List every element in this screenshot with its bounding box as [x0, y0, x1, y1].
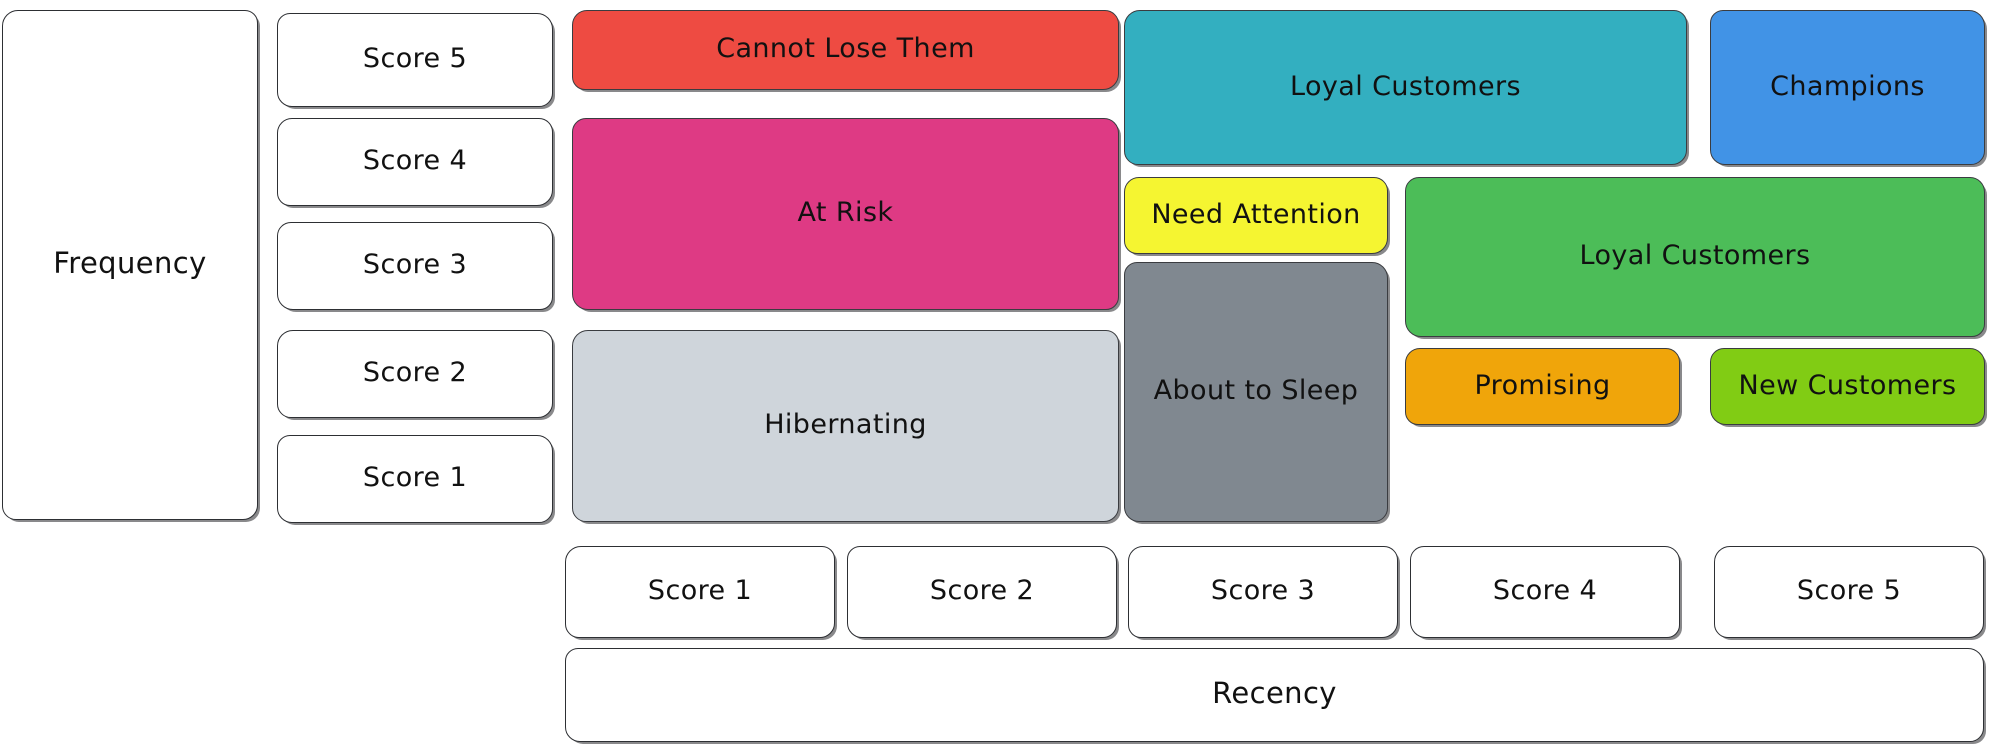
segment-hibernating[interactable]: Hibernating [572, 330, 1119, 522]
segment-cannot-lose-them[interactable]: Cannot Lose Them [572, 10, 1119, 90]
axis-label-recency-text: Recency [1212, 676, 1337, 711]
frequency-score-1-label: Score 1 [362, 462, 468, 494]
frequency-score-2-label: Score 2 [362, 357, 468, 389]
segment-loyal-customers-green[interactable]: Loyal Customers [1405, 177, 1985, 337]
frequency-score-3-label: Score 3 [362, 249, 468, 281]
recency-score-4-label: Score 4 [1492, 575, 1598, 607]
recency-score-3-label: Score 3 [1210, 575, 1316, 607]
segment-hibernating-label: Hibernating [764, 409, 927, 441]
frequency-score-4-label: Score 4 [362, 145, 468, 177]
recency-score-5[interactable]: Score 5 [1714, 546, 1984, 638]
recency-score-2[interactable]: Score 2 [847, 546, 1117, 638]
axis-label-frequency-text: Frequency [53, 246, 207, 281]
recency-score-5-label: Score 5 [1796, 575, 1902, 607]
segment-new-customers-label: New Customers [1738, 369, 1957, 401]
segment-cannot-lose-them-label: Cannot Lose Them [716, 33, 975, 65]
recency-score-2-label: Score 2 [929, 575, 1035, 607]
axis-label-frequency: Frequency [2, 10, 258, 520]
segment-champions[interactable]: Champions [1710, 10, 1985, 165]
recency-score-1-label: Score 1 [647, 575, 753, 607]
segment-promising[interactable]: Promising [1405, 348, 1680, 425]
segment-loyal-customers-green-label: Loyal Customers [1579, 240, 1811, 272]
segment-promising-label: Promising [1474, 369, 1611, 401]
segment-at-risk-label: At Risk [797, 197, 894, 229]
frequency-score-5-label: Score 5 [362, 43, 468, 75]
frequency-score-1[interactable]: Score 1 [277, 435, 553, 523]
axis-label-recency: Recency [565, 648, 1984, 742]
segment-loyal-customers-teal[interactable]: Loyal Customers [1124, 10, 1687, 165]
segment-need-attention[interactable]: Need Attention [1124, 177, 1388, 254]
frequency-score-3[interactable]: Score 3 [277, 222, 553, 310]
segment-loyal-customers-teal-label: Loyal Customers [1290, 70, 1521, 102]
segment-new-customers[interactable]: New Customers [1710, 348, 1985, 425]
segment-about-to-sleep-label: About to Sleep [1153, 375, 1359, 407]
recency-score-3[interactable]: Score 3 [1128, 546, 1398, 638]
frequency-score-4[interactable]: Score 4 [277, 118, 553, 206]
segment-at-risk[interactable]: At Risk [572, 118, 1119, 310]
segment-champions-label: Champions [1770, 70, 1925, 102]
segment-need-attention-label: Need Attention [1151, 198, 1361, 230]
recency-score-4[interactable]: Score 4 [1410, 546, 1680, 638]
frequency-score-5[interactable]: Score 5 [277, 13, 553, 107]
segment-about-to-sleep[interactable]: About to Sleep [1124, 262, 1388, 522]
frequency-score-2[interactable]: Score 2 [277, 330, 553, 418]
recency-score-1[interactable]: Score 1 [565, 546, 835, 638]
